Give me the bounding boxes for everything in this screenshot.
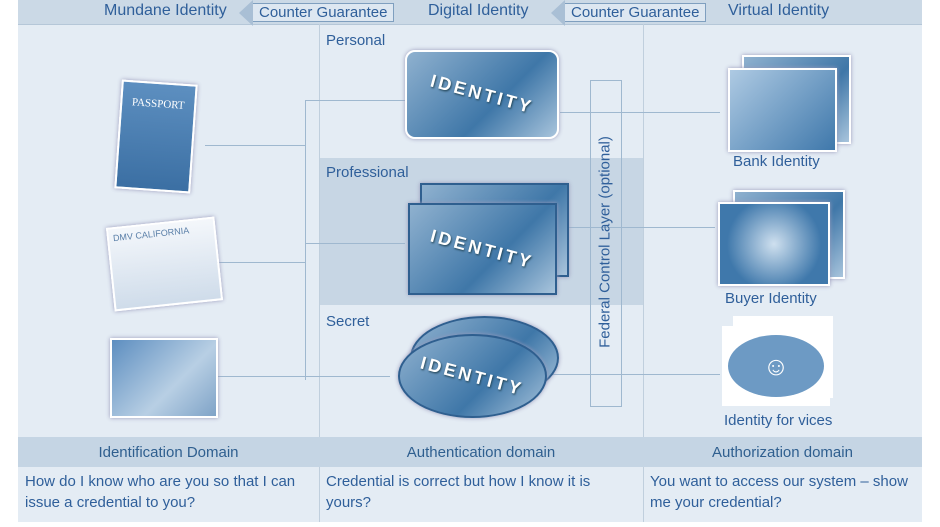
passport-image: PASSPORT [114,79,198,194]
mundane-identity-label: Mundane Identity [104,2,227,19]
passport-word: PASSPORT [131,96,185,112]
identity-for-vices-label: Identity for vices [724,412,833,429]
buyer-identity-image [718,202,830,286]
personal-label: Personal [326,32,386,49]
connector [305,243,405,244]
identification-question: How do I know who are you so that I can … [25,473,296,511]
bank-identity-label: Bank Identity [733,153,820,170]
connector [560,112,720,113]
digital-identity-label: Digital Identity [428,2,529,19]
counter-guarantee-arrow: Counter Guarantee [238,0,395,26]
connector [205,145,305,146]
authentication-question: Credential is correct but how I know it … [326,473,591,511]
mask-icon: ☺ [728,335,824,397]
connector [215,262,305,263]
authorization-domain-header: Authorization domain [712,444,853,461]
counter-guarantee-arrow: Counter Guarantee [550,0,707,26]
virtual-identity-label: Virtual Identity [728,2,830,19]
connector [305,100,306,380]
personal-identity-image: IDENTITY [405,50,559,139]
secret-identity-image: IDENTITY [398,334,547,418]
connector [565,227,715,228]
identity-word: IDENTITY [418,352,527,399]
top-bar [18,0,922,25]
dmv-word: DMV CALIFORNIA [112,225,190,244]
professional-identity-image: IDENTITY [408,203,557,295]
column-divider [643,24,644,522]
connector [550,374,720,375]
form-signing-image [110,338,218,418]
federal-control-layer-box [590,80,622,407]
drivers-license-image: DMV CALIFORNIA [105,216,224,312]
secret-label: Secret [326,313,370,330]
identification-domain-header: Identification Domain [98,444,239,461]
federal-control-layer-label: Federal Control Layer (optional) [596,136,614,348]
buyer-identity-label: Buyer Identity [725,290,817,307]
professional-label: Professional [326,164,409,181]
connector [215,376,390,377]
authentication-domain-header: Authentication domain [406,444,556,461]
column-divider [319,24,320,522]
authorization-question: You want to access our system – show me … [650,473,908,511]
domain-header-row [18,437,922,467]
identity-word: IDENTITY [428,225,537,272]
bank-identity-image [728,68,837,152]
identity-for-vices-image: ☺ [722,326,830,406]
identity-word: IDENTITY [428,70,536,118]
connector [305,100,405,101]
